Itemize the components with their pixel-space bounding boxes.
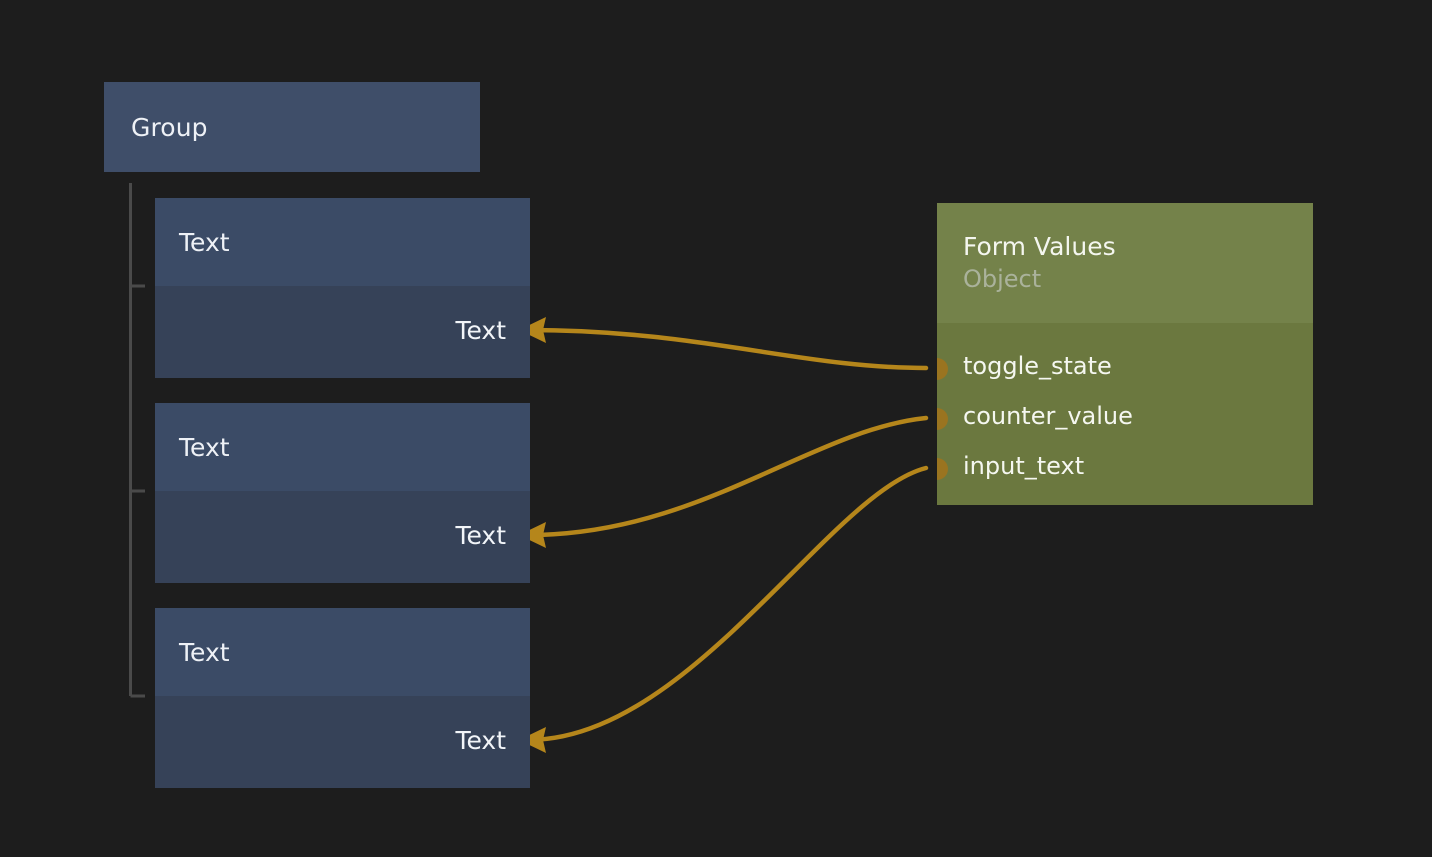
port-row-input-text[interactable]: input_text: [937, 444, 1313, 494]
item-node-3-header: Text: [155, 608, 530, 696]
item-node-3-header-label: Text: [179, 638, 230, 667]
port-dot-counter-value[interactable]: [937, 408, 948, 430]
item-node-1-header: Text: [155, 198, 530, 286]
port-dot-toggle-state[interactable]: [937, 358, 948, 380]
port-row-toggle-state[interactable]: toggle_state: [937, 344, 1313, 394]
object-node-form-values[interactable]: Form Values Object toggle_state counter_…: [937, 203, 1313, 505]
object-node-subtitle: Object: [963, 265, 1042, 293]
item-node-2[interactable]: Text Text: [155, 403, 530, 583]
item-node-2-header-label: Text: [179, 433, 230, 462]
object-node-header: Form Values Object: [937, 203, 1313, 323]
port-dot-input-text[interactable]: [937, 458, 948, 480]
item-node-1-header-label: Text: [179, 228, 230, 257]
port-label-toggle-state: toggle_state: [963, 352, 1112, 380]
edge-toggle-state: [519, 317, 929, 371]
item-node-2-body: Text: [155, 491, 530, 583]
item-node-1-body-label: Text: [455, 316, 506, 345]
group-node-title: Group: [131, 113, 208, 142]
object-node-body: toggle_state counter_value input_text: [937, 323, 1313, 505]
port-label-counter-value: counter_value: [963, 402, 1133, 430]
object-node-title: Form Values: [963, 232, 1116, 261]
port-label-input-text: input_text: [963, 452, 1085, 480]
item-node-1-body: Text: [155, 286, 530, 378]
tree-connector-lines: [129, 183, 145, 698]
edge-input-text: [519, 465, 929, 753]
item-node-3-body-label: Text: [455, 726, 506, 755]
edge-path-counter-value: [525, 415, 929, 538]
item-node-1[interactable]: Text Text: [155, 198, 530, 378]
item-node-3-body: Text: [155, 696, 530, 788]
edge-counter-value: [519, 415, 929, 548]
item-node-2-body-label: Text: [455, 521, 506, 550]
port-row-counter-value[interactable]: counter_value: [937, 394, 1313, 444]
item-node-2-header: Text: [155, 403, 530, 491]
group-node[interactable]: Group: [104, 82, 480, 172]
item-node-3[interactable]: Text Text: [155, 608, 530, 788]
edge-path-toggle-state: [525, 327, 929, 371]
edge-path-input-text: [525, 465, 929, 743]
